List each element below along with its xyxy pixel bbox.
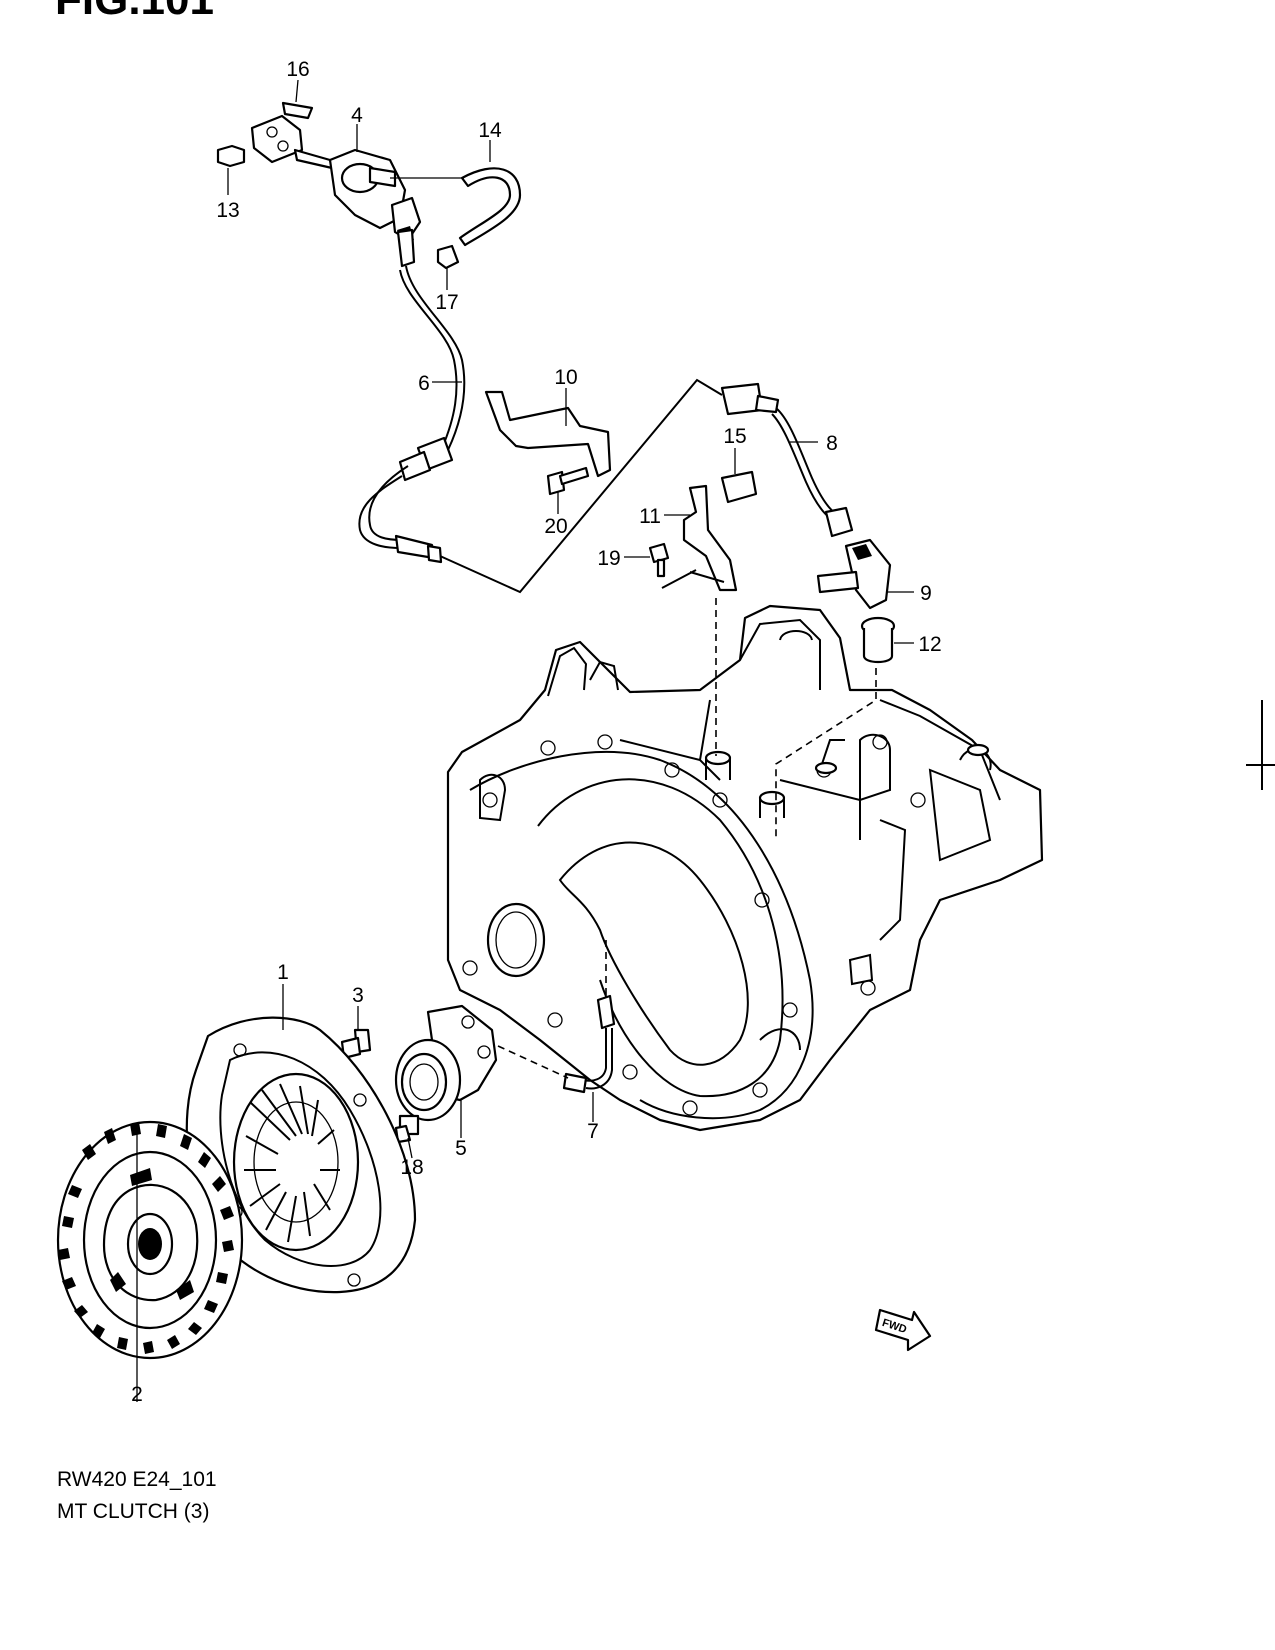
- callout-10: 10: [554, 366, 577, 389]
- callout-13: 13: [216, 199, 239, 222]
- callout-16: 16: [286, 58, 309, 81]
- hose-bracket: [682, 484, 738, 592]
- reservoir-hose: [458, 167, 522, 247]
- callout-20: 20: [544, 515, 567, 538]
- bleeder-cap: [860, 616, 896, 664]
- figure-title: FIG.101: [55, 0, 214, 24]
- union-elbow: [816, 538, 892, 610]
- bracket-tab: [661, 569, 725, 589]
- release-bearing: [394, 1004, 498, 1122]
- bolt-3: [340, 1028, 372, 1060]
- model-code: RW420 E24_101: [57, 1468, 217, 1491]
- leader-lines: [136, 79, 914, 1402]
- callout-8: 8: [826, 432, 838, 455]
- clevis-pin: [216, 144, 246, 168]
- callout-17: 17: [435, 291, 458, 314]
- link-line: [439, 378, 723, 594]
- master-cylinder: [250, 114, 422, 244]
- align-line-5: [497, 1045, 569, 1079]
- callout-15: 15: [723, 425, 746, 448]
- callout-14: 14: [478, 119, 502, 142]
- clutch-cover: [185, 1016, 417, 1294]
- section-title: MT CLUTCH (3): [57, 1500, 209, 1523]
- align-line-12: [775, 668, 877, 840]
- callout-labels: 1 2 3 4 5 6 7 8 9 10 11 12 13 14 15 16 1…: [131, 58, 942, 1406]
- bleeder-pipe: [562, 994, 616, 1094]
- pipe-bracket: [484, 390, 612, 478]
- callout-11: 11: [639, 505, 661, 528]
- callout-5: 5: [455, 1137, 467, 1160]
- callout-18: 18: [400, 1156, 423, 1179]
- retaining-clip: [281, 101, 314, 120]
- callout-3: 3: [352, 984, 364, 1007]
- bracket-bolt-2: [648, 542, 670, 578]
- callout-1: 1: [277, 961, 289, 984]
- callout-4: 4: [351, 104, 363, 127]
- callout-7: 7: [587, 1120, 599, 1143]
- fwd-arrow: FWD: [874, 1308, 932, 1352]
- clutch-pipe: [358, 228, 466, 564]
- hose-clip: [720, 470, 758, 504]
- bracket-bolt: [546, 466, 590, 496]
- callout-12: 12: [918, 633, 941, 656]
- clutch-hose: [720, 382, 854, 538]
- transaxle-housing: [446, 604, 1044, 1132]
- callout-2: 2: [131, 1383, 143, 1406]
- hose-clamp: [436, 244, 460, 270]
- callout-6: 6: [418, 372, 430, 395]
- bolt-18: [394, 1114, 420, 1144]
- callout-19: 19: [597, 547, 620, 570]
- callout-9: 9: [920, 582, 932, 605]
- clutch-disc: [56, 1120, 244, 1360]
